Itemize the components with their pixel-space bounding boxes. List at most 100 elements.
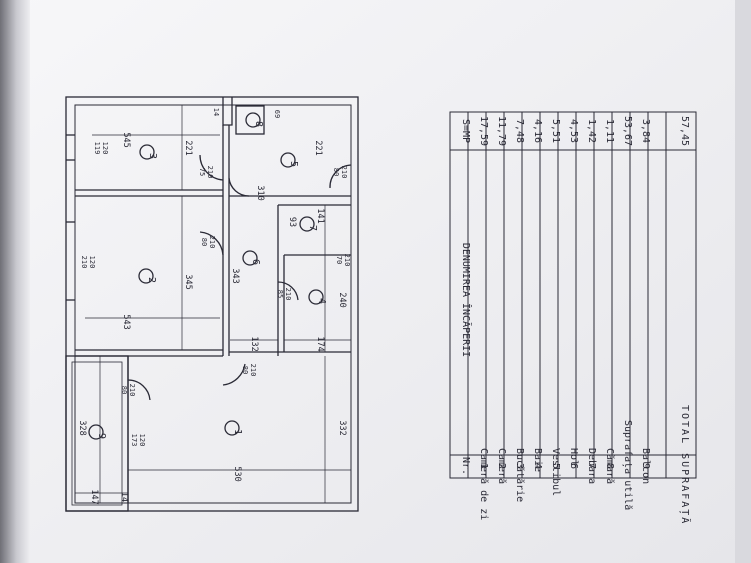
door-label-7a: 80 — [120, 386, 128, 394]
dim-332: 332 — [337, 420, 347, 435]
table-header-nr: Nr. — [460, 457, 471, 475]
row-useful-name: Suprafața utilă — [622, 420, 634, 510]
row-3-area: 7,48 — [514, 119, 525, 143]
outer-wall-outline — [65, 96, 359, 512]
room-number-6: 6 — [250, 259, 261, 265]
page-left-shadow — [0, 0, 30, 563]
window-label-room1-top: 173 — [130, 434, 138, 447]
pantry-8 — [235, 105, 265, 135]
room-number-3: 3 — [147, 153, 158, 159]
dim-141: 141 — [315, 208, 325, 223]
room-number-7: 7 — [307, 225, 318, 231]
dim-328: 328 — [77, 420, 87, 435]
room9-circle — [88, 424, 104, 440]
row-7-name: Debara — [586, 448, 597, 484]
row-4-area: 4,16 — [532, 119, 543, 143]
dim-147: 147 — [89, 489, 99, 504]
row-7-nr: 7 — [586, 463, 597, 469]
room-number-9: 9 — [96, 433, 107, 439]
row-4-name: Baie — [532, 448, 543, 472]
row-9-area: 3,84 — [640, 119, 651, 143]
row-5-name: Vestibul — [550, 448, 561, 496]
row-6-area: 4,53 — [568, 119, 579, 143]
row-8-nr: 8 — [604, 463, 615, 469]
door-label-3b: 210 — [249, 364, 257, 377]
floor-plan-labels: 3 2 1 5 6 4 7 8 9 545 221 543 345 530 33… — [77, 108, 351, 505]
row-total-name: TOTAL SUPRAFAȚĂ — [679, 405, 692, 525]
row-7-area: 1,42 — [586, 119, 597, 143]
room3-circle — [139, 144, 155, 160]
row-2-nr: 2 — [496, 463, 507, 469]
dim-174: 174 — [315, 336, 325, 351]
dim-345: 345 — [183, 274, 193, 289]
window-label-room3-bot: 120 — [101, 142, 109, 155]
dim-132: 132 — [249, 336, 259, 351]
room-table-text: Nr. DENUMIREA ÎNCĂPERII S=MP 1 Cameră de… — [460, 116, 692, 525]
room7-circle — [299, 216, 315, 232]
door-label-2a: 80 — [200, 238, 208, 246]
door-label-3a: 80 — [241, 366, 249, 374]
row-9-name: Balcon — [640, 448, 651, 484]
row-2-name: Cameră — [496, 448, 508, 484]
window-label-14: 14 — [212, 108, 220, 116]
balcony-9-inner — [71, 361, 123, 506]
door-swing-vestibule — [228, 177, 250, 197]
row-9-nr: 9 — [640, 463, 651, 469]
door-label-6b: 210 — [343, 254, 351, 267]
door-swing-balcony — [127, 379, 151, 401]
room-number-2: 2 — [146, 277, 157, 283]
row-3-name: Bucătărie — [514, 448, 526, 502]
row-total-area: 57,45 — [679, 116, 690, 146]
row-1-name: Cameră de zi — [478, 448, 490, 520]
window-label-room2-bot: 120 — [88, 256, 96, 269]
table-header-area: S=MP — [460, 119, 471, 143]
row-3-nr: 3 — [514, 463, 525, 469]
door-label-5a: 80 — [332, 168, 340, 176]
room1-circle — [224, 420, 240, 436]
row-6-nr: 6 — [568, 463, 579, 469]
window-label-room2-top: 210 — [80, 256, 88, 269]
door-label-4a: 85 — [276, 290, 284, 298]
door-label-4b: 210 — [284, 288, 292, 301]
wall-notch-top — [222, 97, 233, 126]
door-swing-bath — [277, 281, 299, 301]
room5-circle — [280, 152, 296, 168]
door-label-7b: 210 — [128, 384, 136, 397]
door-swing-room2 — [199, 231, 224, 256]
row-8-area: 1,11 — [604, 119, 615, 143]
dim-530: 530 — [232, 466, 242, 481]
door-label-2b: 210 — [208, 236, 216, 249]
door-label-6a: 70 — [335, 256, 343, 264]
row-1-nr: 1 — [478, 463, 489, 469]
table-header-name: DENUMIREA ÎNCĂPERII — [460, 243, 473, 357]
room8-circle — [245, 112, 261, 128]
door-label-1a: 75 — [198, 168, 206, 176]
dim-240: 240 — [337, 292, 347, 307]
dim-221-a: 221 — [183, 140, 193, 155]
room-number-8: 8 — [253, 121, 264, 127]
door-label-1b: 210 — [206, 166, 214, 179]
window-label-room3-top: 119 — [93, 142, 101, 155]
room6-circle — [242, 250, 258, 266]
door-swing-kitchen — [199, 154, 224, 181]
floor-plan — [65, 96, 359, 512]
dim-93: 93 — [287, 217, 297, 227]
dim-221-b: 221 — [313, 140, 323, 155]
dim-310: 310 — [255, 185, 265, 200]
window-label-room1-bot: 120 — [138, 434, 146, 447]
row-8-name: Cămară — [604, 448, 616, 484]
dim-14-balcony: 14 — [119, 492, 129, 502]
page-right-edge — [735, 0, 751, 563]
room4-circle — [308, 289, 324, 305]
dim-545: 545 — [121, 132, 131, 147]
room-number-5: 5 — [288, 161, 299, 167]
dim-343: 343 — [230, 268, 240, 283]
door-swing-entry — [329, 164, 352, 189]
window-label-69: 69 — [273, 110, 281, 118]
row-6-name: Hol — [568, 448, 579, 466]
room-number-1: 1 — [232, 429, 243, 435]
dim-543: 543 — [121, 314, 131, 329]
